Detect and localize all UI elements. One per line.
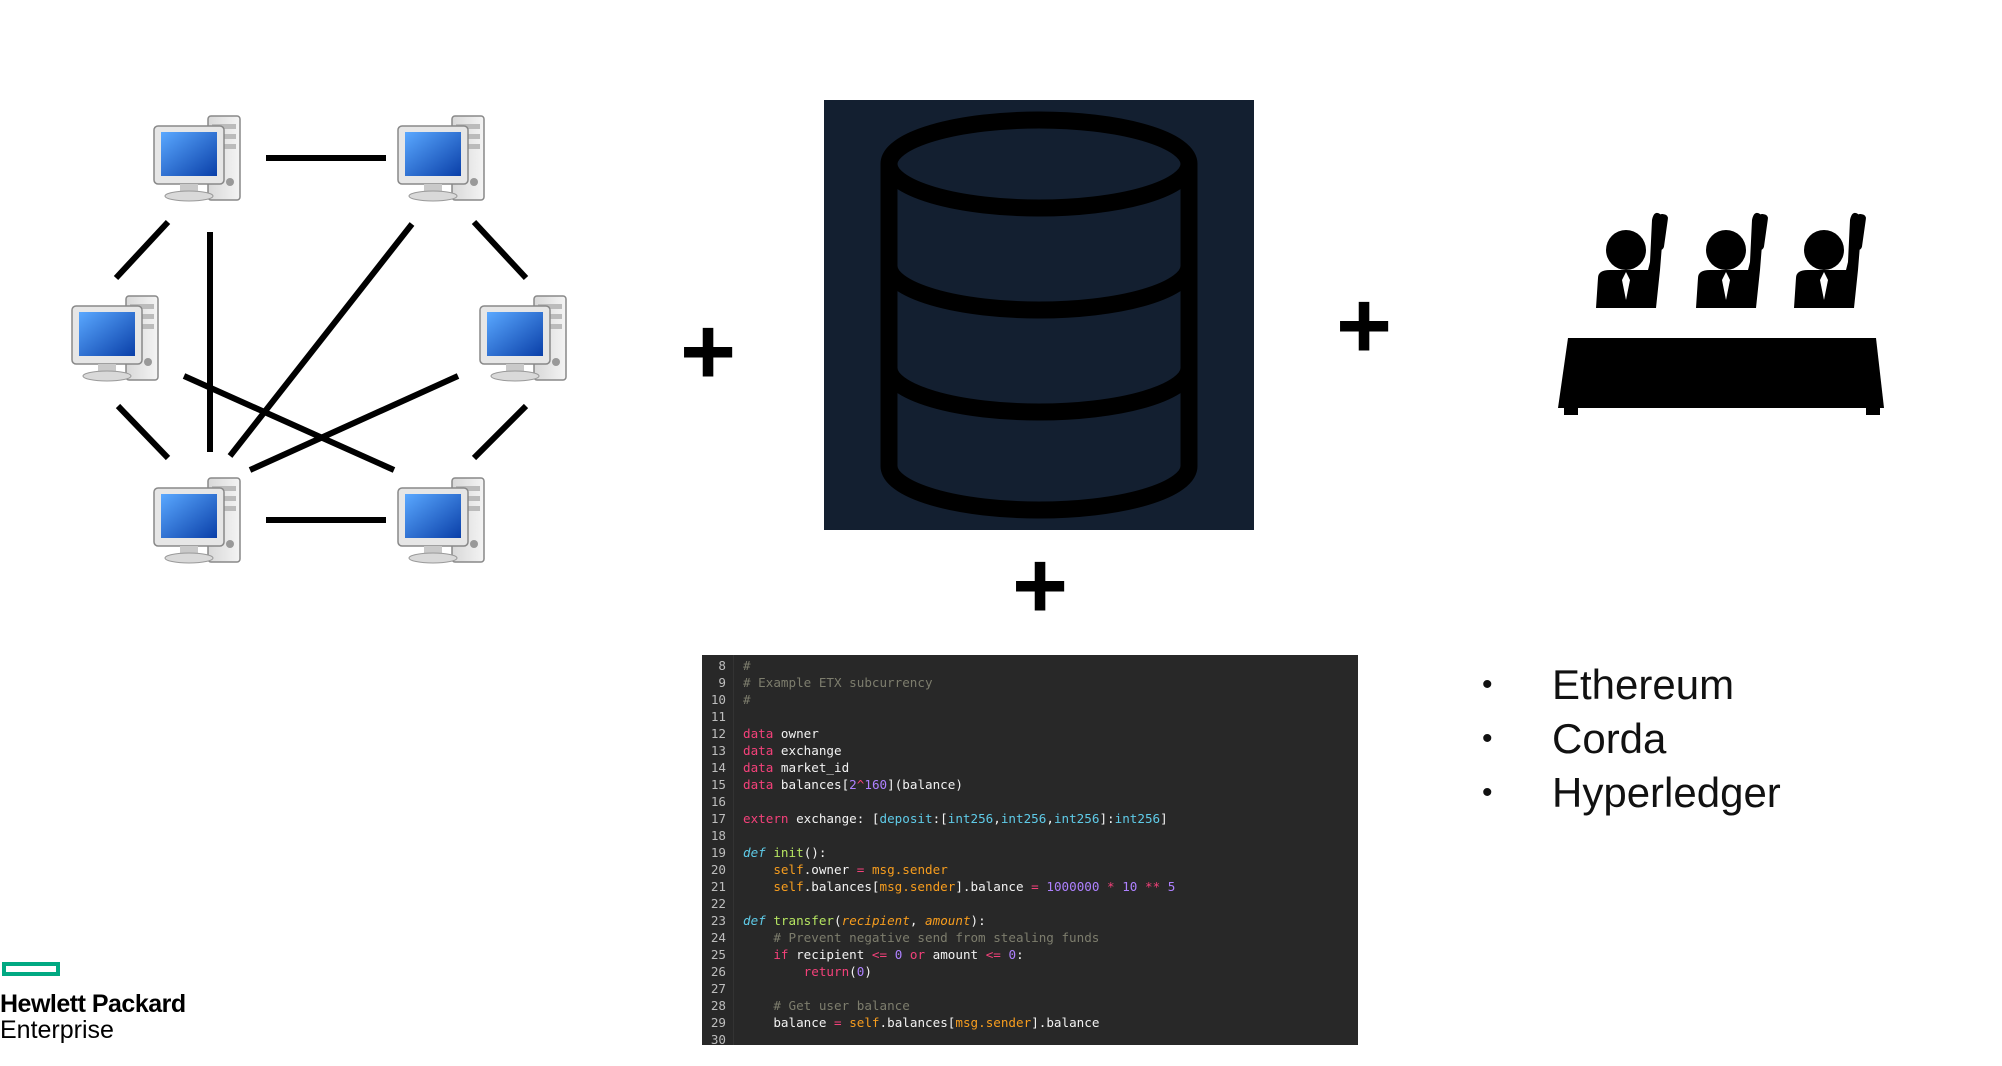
line-number: 14 xyxy=(710,760,726,775)
computer-network-icon xyxy=(71,115,567,564)
platform-label: Corda xyxy=(1552,715,1667,762)
line-number: 29 xyxy=(710,1015,726,1030)
bullet-icon: • xyxy=(1482,722,1493,755)
line-number: 9 xyxy=(718,675,726,690)
line-number: 22 xyxy=(710,896,726,911)
code-line: 28 # Get user balance xyxy=(702,997,1358,1014)
database-panel xyxy=(824,100,1254,530)
line-number: 30 xyxy=(710,1032,726,1045)
code-line: 8# xyxy=(702,657,1358,674)
line-number: 28 xyxy=(710,998,726,1013)
plus-sign: + xyxy=(1012,532,1069,639)
bullet-icon: • xyxy=(1482,668,1493,701)
code-line: 16 xyxy=(702,793,1358,810)
line-number: 12 xyxy=(710,726,726,741)
line-number: 13 xyxy=(710,743,726,758)
brand-name-line1: Hewlett Packard xyxy=(0,990,186,1018)
line-number: 27 xyxy=(710,981,726,996)
bullet-icon: • xyxy=(1482,776,1493,809)
code-line: 20 self.owner = msg.sender xyxy=(702,861,1358,878)
code-line: 24 # Prevent negative send from stealing… xyxy=(702,929,1358,946)
line-number: 18 xyxy=(710,828,726,843)
voting-committee-icon xyxy=(1558,212,1884,415)
line-number: 20 xyxy=(710,862,726,877)
platform-label: Ethereum xyxy=(1552,661,1735,708)
line-number: 10 xyxy=(710,692,726,707)
plus-sign: + xyxy=(1336,272,1393,379)
code-line: 30 xyxy=(702,1031,1358,1045)
brand-name-line2: Enterprise xyxy=(0,1016,114,1044)
line-number: 19 xyxy=(710,845,726,860)
code-line: 21 self.balances[msg.sender].balance = 1… xyxy=(702,878,1358,895)
code-line: 18 xyxy=(702,827,1358,844)
code-line: 22 xyxy=(702,895,1358,912)
hpe-element-icon xyxy=(2,962,60,976)
line-number: 23 xyxy=(710,913,726,928)
line-number: 15 xyxy=(710,777,726,792)
line-number: 11 xyxy=(710,709,726,724)
code-line: 26 return(0) xyxy=(702,963,1358,980)
line-number: 8 xyxy=(718,658,726,673)
code-line: 10# xyxy=(702,691,1358,708)
code-line: 25 if recipient <= 0 or amount <= 0: xyxy=(702,946,1358,963)
line-number: 21 xyxy=(710,879,726,894)
database-icon xyxy=(880,111,1198,519)
gutter-divider xyxy=(733,655,734,1045)
line-number: 26 xyxy=(710,964,726,979)
line-number: 24 xyxy=(710,930,726,945)
line-number: 16 xyxy=(710,794,726,809)
line-number: 25 xyxy=(710,947,726,962)
code-line: 29 balance = self.balances[msg.sender].b… xyxy=(702,1014,1358,1031)
line-number: 17 xyxy=(710,811,726,826)
code-line: 27 xyxy=(702,980,1358,997)
platform-label: Hyperledger xyxy=(1552,769,1781,816)
code-line: 9# Example ETX subcurrency xyxy=(702,674,1358,691)
plus-sign: + xyxy=(680,298,737,405)
code-line: 11 xyxy=(702,708,1358,725)
